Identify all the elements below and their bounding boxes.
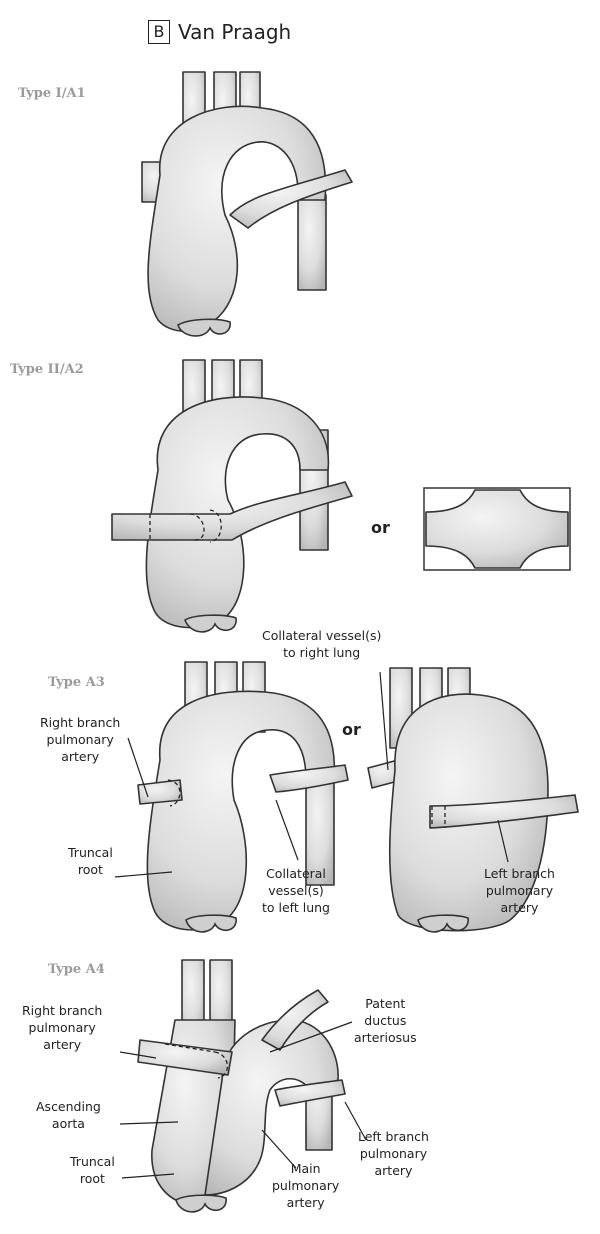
or-label-a3: or [342, 720, 361, 739]
type-label-a4: Type A4 [48, 962, 105, 977]
descending-aorta [298, 195, 326, 290]
page-title: Van Praagh [178, 20, 291, 44]
type-a2-drawing [112, 360, 570, 632]
type-label-a3: Type A3 [48, 675, 105, 690]
label-collateral-right: Collateral vessel(s)to right lung [262, 627, 381, 661]
truncal-valve [176, 1195, 226, 1212]
type-a1-drawing [142, 72, 352, 336]
pulmonary-branch-left [230, 170, 352, 228]
truncal-valve [418, 915, 468, 932]
type-label-a1: Type I/A1 [18, 86, 86, 101]
truncal-valve [185, 615, 236, 632]
type-label-a2: Type II/A2 [10, 362, 84, 377]
truncal-valve [178, 319, 230, 336]
collateral-left [270, 765, 348, 792]
truncal-valve [186, 915, 236, 932]
panel-letter: B [148, 20, 170, 44]
or-label-a2: or [371, 518, 390, 537]
heading: B Van Praagh [148, 18, 291, 46]
